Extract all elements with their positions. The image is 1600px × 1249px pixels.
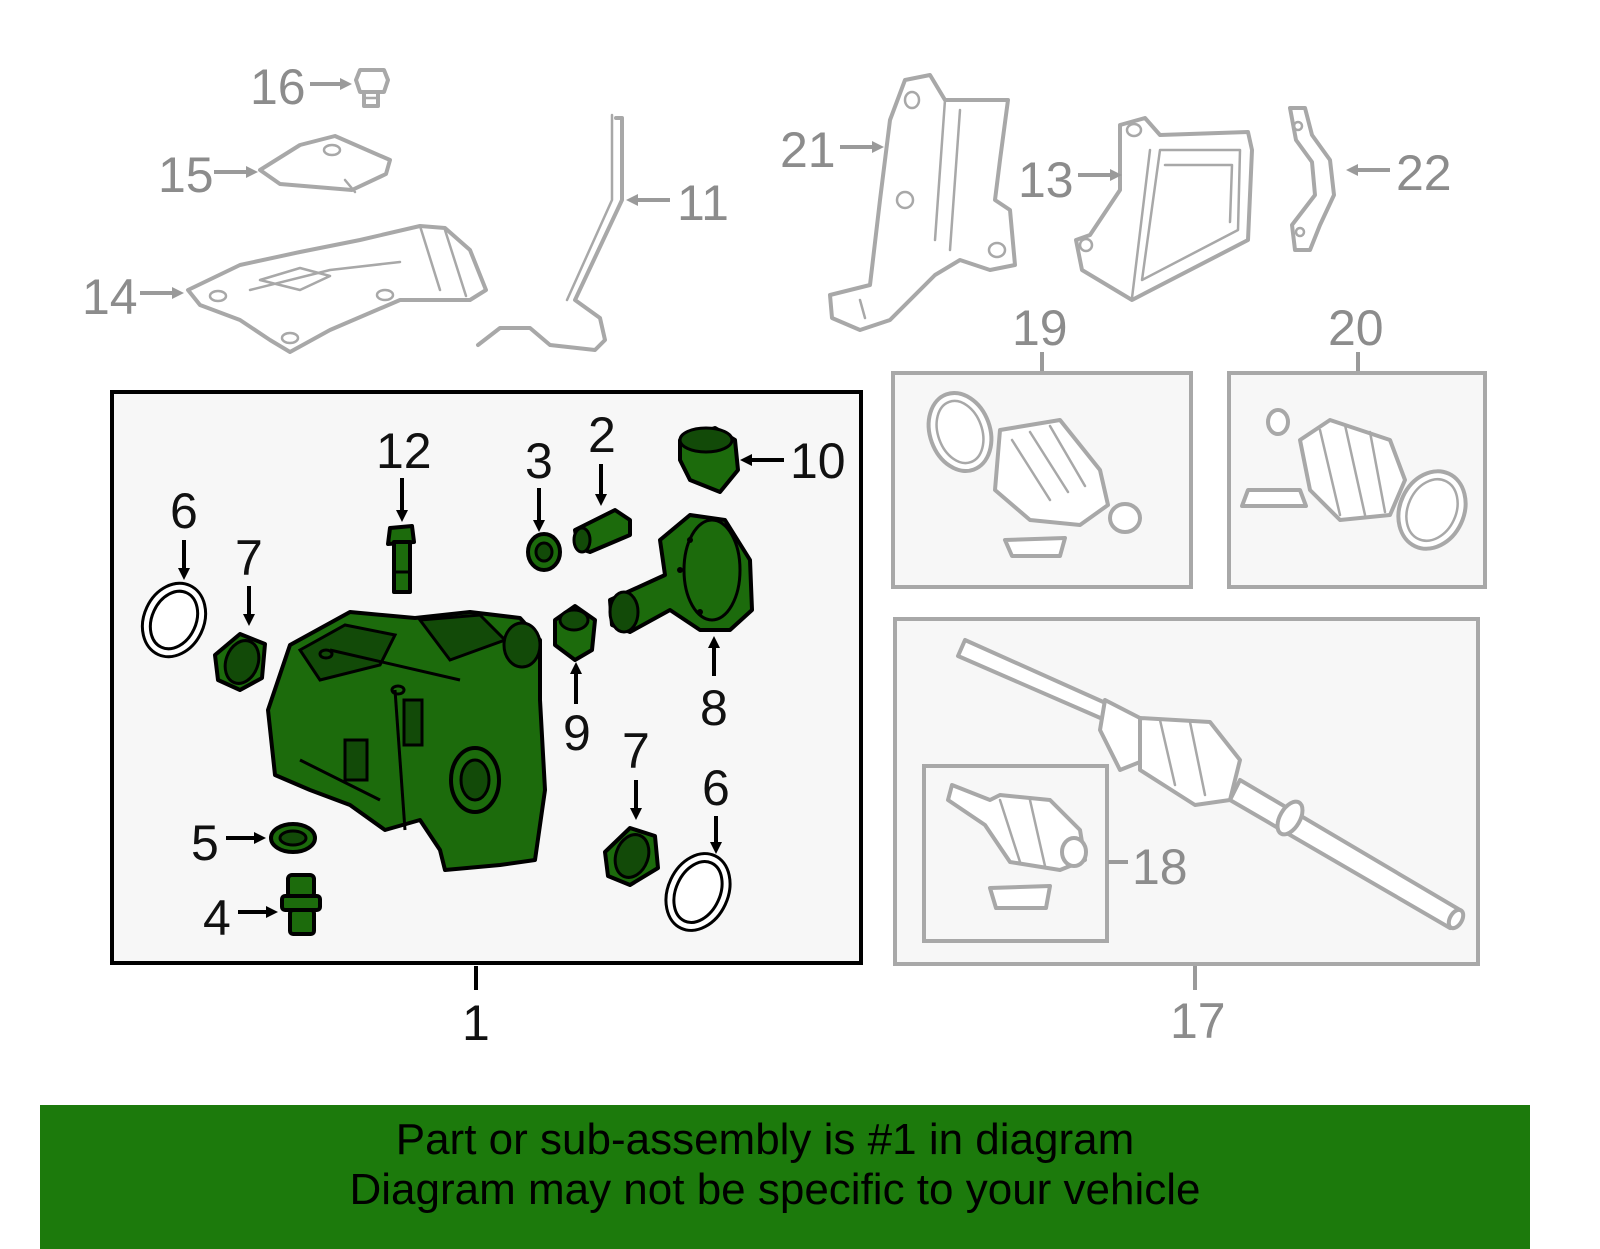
callout-3: 3 (525, 433, 553, 489)
banner-line-1: Part or sub-assembly is #1 in diagram (395, 1115, 1135, 1164)
callout-7-right: 7 (622, 723, 650, 779)
part-10-bushing (678, 426, 740, 494)
info-banner: Part or sub-assembly is #1 in diagram Di… (40, 1105, 1530, 1249)
part-21-bracket (828, 73, 1017, 332)
part-12-bolt (386, 524, 416, 594)
part-7-seal-left (213, 632, 267, 692)
part-16-bolt (354, 68, 390, 108)
callout-9: 9 (563, 705, 591, 761)
callout-4: 4 (203, 890, 231, 946)
part-6-gasket-right (664, 852, 732, 932)
callout-11: 11 (677, 175, 729, 231)
part-8-flange (608, 513, 754, 634)
part-11-vent-tube (476, 113, 624, 352)
part-20-boot-kit (1240, 408, 1468, 551)
part-13-insulator (1074, 116, 1254, 302)
part-6-gasket-left (140, 581, 208, 659)
callout-16: 16 (250, 59, 306, 115)
part-22-strap (1288, 106, 1336, 252)
callout-21: 21 (780, 122, 836, 178)
part-19-boot-kit (926, 391, 1142, 558)
part-1-differential-housing (266, 610, 547, 872)
callout-1: 1 (462, 995, 490, 1051)
callout-2: 2 (588, 407, 616, 463)
part-9-seal (553, 604, 597, 662)
callout-6-left: 6 (170, 483, 198, 539)
part-14-cover (186, 224, 488, 354)
callout-14: 14 (82, 269, 138, 325)
callout-6-right: 6 (702, 760, 730, 816)
callout-5: 5 (191, 815, 219, 871)
callout-7-left: 7 (235, 530, 263, 586)
callout-19: 19 (1012, 300, 1068, 356)
callout-8: 8 (700, 680, 728, 736)
part-15-bracket (258, 134, 392, 194)
part-5-o-ring (269, 822, 317, 854)
callout-12: 12 (376, 423, 432, 479)
callout-15: 15 (158, 147, 214, 203)
part-2-sensor (572, 508, 632, 554)
callout-22: 22 (1396, 145, 1452, 201)
banner-line-2: Diagram may not be specific to your vehi… (349, 1165, 1201, 1214)
callout-10: 10 (790, 433, 846, 489)
part-7-seal-right (603, 826, 660, 887)
callout-17: 17 (1170, 993, 1226, 1049)
callout-18: 18 (1132, 839, 1188, 895)
part-3-seal (526, 532, 562, 572)
callout-20: 20 (1328, 300, 1384, 356)
part-18-cv-joint (946, 783, 1088, 910)
callout-13: 13 (1018, 152, 1074, 208)
part-17-axle-shaft (956, 638, 1466, 931)
part-4-plug (280, 873, 322, 936)
